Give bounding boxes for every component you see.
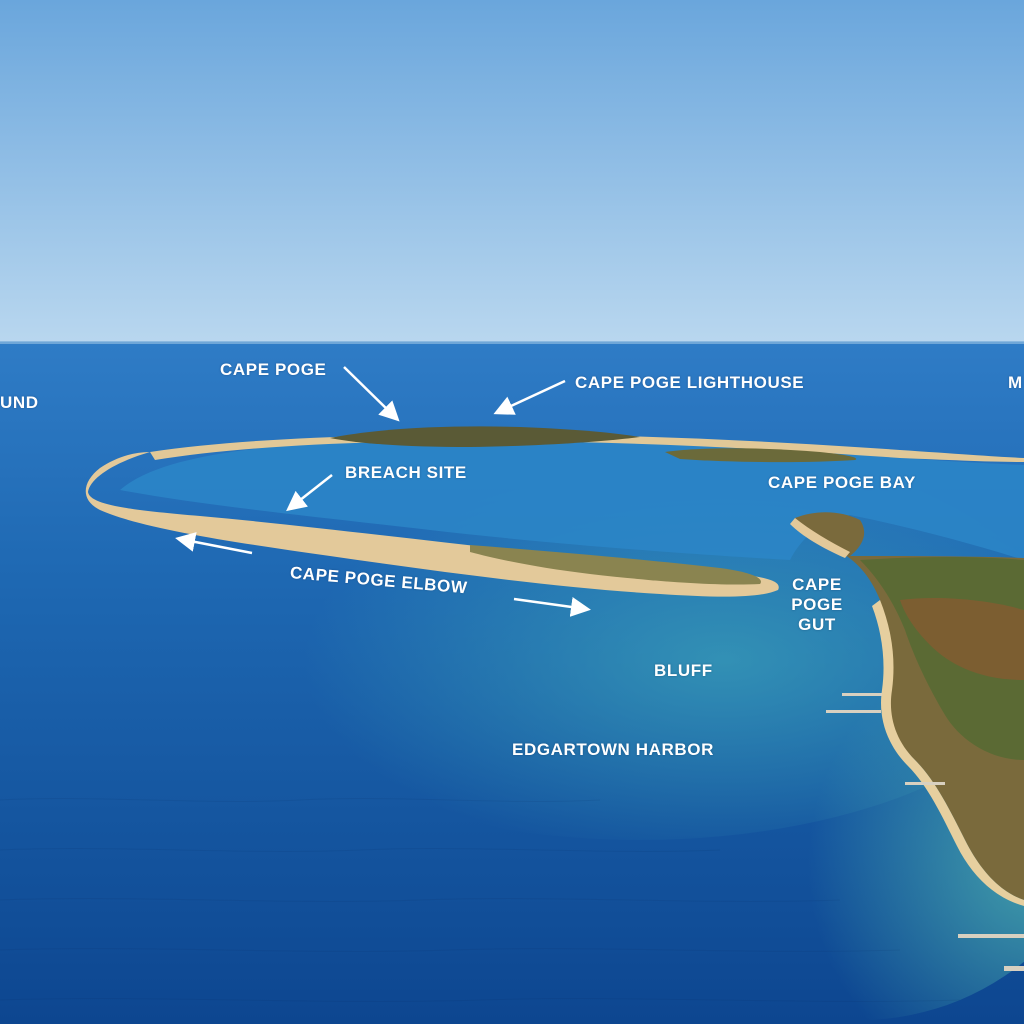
dock [958,934,1024,938]
dock [1004,966,1024,971]
label-cape-poge: CAPE POGE [220,360,327,379]
wave-texture [0,798,961,1002]
label-sound-partial: UND [0,393,39,412]
label-bluff: BLUFF [654,661,713,680]
sky [0,0,1024,344]
elbow-vegetation [470,545,761,585]
gut-point-beach [790,518,850,558]
label-cape-poge-gut-line2: POGE [791,595,843,614]
label-cape-poge-gut-line1: CAPE [792,575,842,594]
label-m-partial: M [1008,373,1023,392]
label-cape-poge-gut-line3: GUT [798,615,836,634]
dock [842,693,882,696]
horizon [0,341,1024,344]
dock [826,710,881,713]
east-island [665,448,857,463]
label-cape-poge-lighthouse: CAPE POGE LIGHTHOUSE [575,373,805,392]
autumn-trees [900,598,1024,680]
label-cape-poge-gut: CAPE POGE GUT [780,575,854,635]
label-edgartown-harbor: EDGARTOWN HARBOR [512,740,714,759]
dock [905,782,945,785]
label-breach-site: BREACH SITE [345,463,467,482]
cape-poge-land [330,426,640,447]
label-cape-poge-bay: CAPE POGE BAY [768,473,916,492]
shore-beach [872,600,1024,906]
